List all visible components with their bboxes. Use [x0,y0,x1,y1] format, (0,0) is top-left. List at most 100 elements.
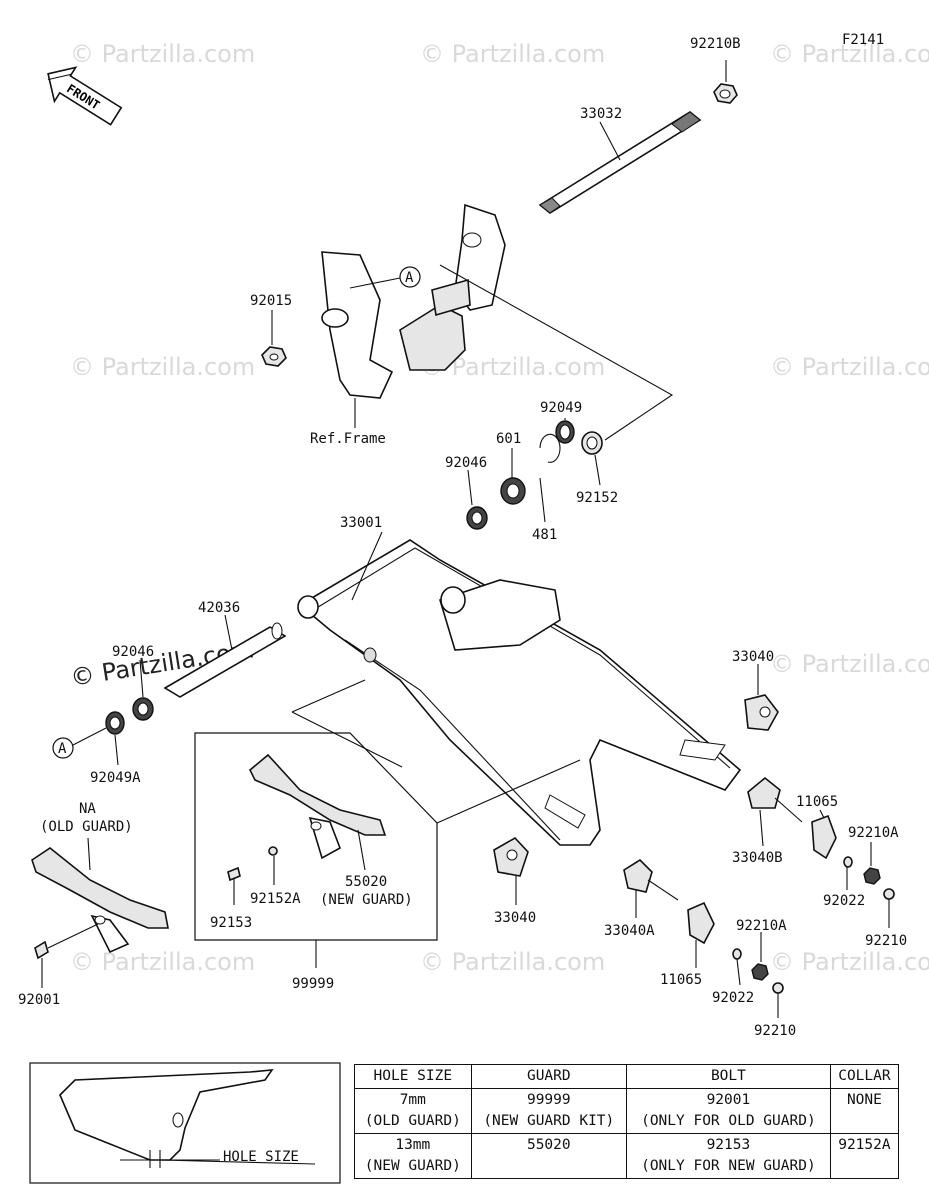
column-header: BOLT [625,1064,831,1089]
part-label: 33040B [732,850,783,866]
nut-92210-right: 92210 [865,888,907,949]
part-label: 92153 [210,915,252,931]
table-cell: 92001 (ONLY FOR OLD GUARD) [625,1088,831,1134]
circlip-481: 481 [532,433,561,543]
old-guard-na: NA (OLD GUARD) 92001 [18,801,169,1008]
needle-bearing-92046-left: 92046 [112,644,154,721]
part-note: (NEW GUARD) [320,892,413,908]
diagram-id: F2141 [842,32,884,48]
column-header: GUARD [470,1064,627,1089]
hole-size-value: 13mm [395,1137,431,1153]
nut-92210B: 92210B [690,36,741,104]
guard-value: 55020 [526,1137,571,1153]
watermark-text: © Partzilla.com [70,948,255,976]
part-label: 601 [496,431,521,447]
ref-marker: A [58,741,67,757]
bolt-note: (ONLY FOR OLD GUARD) [641,1113,816,1129]
nut-92015: 92015 [250,293,292,367]
part-label: 92001 [18,992,60,1008]
table-cell: 13mm (NEW GUARD) [354,1133,472,1179]
sleeve-42036: 42036 [163,600,287,698]
part-label: 33001 [340,515,382,531]
adjuster-33040B: 33040B [732,776,803,866]
guard-kit-99999: 55020 (NEW GUARD) 92152A 92153 99999 [194,679,581,992]
ref-frame-label: Ref.Frame [310,431,386,447]
frame-section: Ref.Frame A [310,203,506,447]
watermark-text: © Partzilla.com [770,353,929,381]
part-label: 33032 [580,106,622,122]
bolt-note: (ONLY FOR NEW GUARD) [641,1158,816,1174]
part-label: 92152A [250,891,301,907]
table-row: 13mm (NEW GUARD) 55020 92153 (ONLY FOR N… [354,1133,900,1179]
hole-size-note: (NEW GUARD) [364,1158,461,1174]
part-label: 92049A [90,770,141,786]
adjuster-33040A: 33040A [604,858,679,939]
hole-size-value: 7mm [399,1092,426,1108]
nut-92210A-right: 92210A [848,825,899,885]
column-header: HOLE SIZE [354,1064,472,1089]
hole-size-note: (OLD GUARD) [364,1113,461,1129]
collar-value: NONE [846,1092,882,1108]
table-row: 7mm (OLD GUARD) 99999 (NEW GUARD KIT) 92… [354,1088,900,1134]
table-header-row: HOLE SIZE GUARD BOLT COLLAR [354,1064,900,1089]
part-label: 92210 [865,933,907,949]
watermark-text: © Partzilla.com [420,948,605,976]
part-label: 42036 [198,600,240,616]
part-label: 55020 [345,874,387,890]
part-label: NA [79,801,96,817]
guard-note: (NEW GUARD KIT) [483,1113,615,1129]
part-label: 92152 [576,490,618,506]
hole-size-inset: HOLE SIZE [29,1062,341,1184]
nut-92210-center: 92210 [754,982,796,1039]
watermark-text: © Partzilla.com [420,40,605,68]
bracket-11065-right: 11065 [796,794,838,860]
part-label: 92210 [754,1023,796,1039]
part-label: 92210B [690,36,741,52]
reference-table: HOLE SIZE GUARD BOLT COLLAR 7mm (OLD GUA… [354,1064,900,1179]
table-cell: 99999 (NEW GUARD KIT) [470,1088,627,1134]
adjuster-33040-center: 33040 [493,836,536,926]
part-label: 92022 [823,893,865,909]
bolt-value: 92001 [706,1092,751,1108]
table-cell: NONE [829,1088,900,1134]
part-label: 481 [532,527,557,543]
part-label: 92046 [112,644,154,660]
front-arrow-icon: FRONT [47,66,123,126]
watermark-text: © Partzilla.com [770,650,929,678]
table-cell: 92153 (ONLY FOR NEW GUARD) [625,1133,831,1179]
collar-92152: 92152 [576,431,618,506]
part-label: 99999 [292,976,334,992]
collar-value: 92152A [838,1137,891,1153]
table-cell: 55020 [470,1133,627,1179]
part-label: 92015 [250,293,292,309]
bolt-value: 92153 [706,1137,751,1153]
washer-92022-center: 92022 [712,948,754,1006]
bracket-11065-center: 11065 [660,901,715,988]
seal-92049A: 92049A A [52,711,141,786]
watermark-text: © Partzilla.com [770,40,929,68]
nut-92210A-center: 92210A [736,918,787,981]
swingarm-33001: 33001 [297,515,742,846]
watermarks: © Partzilla.com © Partzilla.com © Partzi… [69,40,929,976]
part-label: 92046 [445,455,487,471]
guard-value: 99999 [526,1092,571,1108]
ref-marker: A [405,270,414,286]
seal-92049: 92049 [540,400,582,444]
pivot-shaft-33032: 33032 [538,106,702,214]
part-label: 92210A [736,918,787,934]
part-label: 33040 [732,649,774,665]
part-label: 92022 [712,990,754,1006]
needle-bearing-92046-top: 92046 [445,455,488,530]
adjuster-33040-right: 33040 [732,649,779,731]
part-label: 92210A [848,825,899,841]
part-label: 33040A [604,923,655,939]
column-header: COLLAR [829,1064,900,1089]
part-label: 11065 [660,972,702,988]
bearing-601: 601 [496,431,526,505]
washer-92022-right: 92022 [823,856,865,909]
part-label: 11065 [796,794,838,810]
inset-label: HOLE SIZE [223,1149,299,1165]
part-label: 92049 [540,400,582,416]
watermark-text: © Partzilla.com [70,40,255,68]
